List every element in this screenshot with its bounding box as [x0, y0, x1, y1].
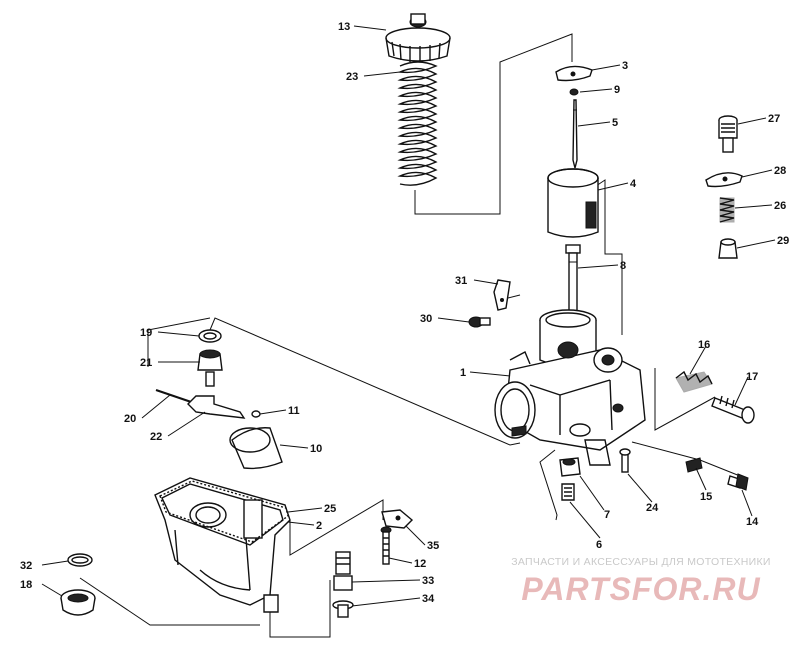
callout-33: 33 — [422, 575, 434, 587]
callout-24: 24 — [646, 502, 659, 514]
part-14-pilot-screw — [727, 473, 749, 491]
part-35-plate — [381, 509, 414, 529]
part-16-spring — [675, 370, 713, 393]
part-26-spring — [719, 197, 735, 223]
callout-17: 17 — [746, 371, 758, 383]
part-6-main-jet — [561, 483, 575, 501]
part-29-fitting — [718, 238, 738, 259]
part-4-throttle-slide — [547, 168, 599, 238]
callout-labels: 13 23 3 9 5 4 27 28 26 29 8 31 30 19 21 … — [20, 21, 789, 605]
callout-27: 27 — [768, 113, 780, 125]
part-8-needle-jet — [565, 244, 581, 312]
callout-19: 19 — [140, 327, 152, 339]
part-12-screw — [380, 526, 392, 565]
callout-11: 11 — [288, 405, 300, 417]
part-5-jet-needle — [572, 99, 578, 169]
callout-31: 31 — [455, 275, 467, 287]
part-1-carburetor-body — [494, 309, 646, 466]
part-7-fitting — [559, 457, 581, 477]
part-3-needle-retainer — [555, 65, 593, 82]
callout-35: 35 — [427, 540, 439, 552]
part-13-carb-top-cap — [385, 13, 451, 62]
part-32-o-ring — [67, 553, 93, 567]
part-24-screw — [619, 448, 631, 473]
callout-7: 7 — [604, 509, 610, 521]
callout-4: 4 — [630, 178, 637, 190]
callout-14: 14 — [746, 516, 759, 528]
callout-18: 18 — [20, 579, 32, 591]
callout-21: 21 — [140, 357, 152, 369]
part-18-drain-plug — [60, 589, 96, 616]
callout-22: 22 — [150, 431, 162, 443]
callout-10: 10 — [310, 443, 322, 455]
callout-9: 9 — [614, 84, 620, 96]
callout-1: 1 — [460, 367, 466, 379]
part-15-spring — [685, 457, 703, 473]
callout-15: 15 — [700, 491, 712, 503]
part-31-cable-bracket — [493, 279, 511, 311]
part-21-float-valve-seat — [197, 349, 223, 387]
watermark-caption: ЗАПЧАСТИ И АКСЕССУАРЫ ДЛЯ МОТОТЕХНИКИ — [511, 556, 771, 568]
callout-32: 32 — [20, 560, 32, 572]
part-28-gasket — [705, 172, 743, 188]
part-10-float — [229, 427, 283, 470]
callout-26: 26 — [774, 200, 786, 212]
callout-25: 25 — [324, 503, 336, 515]
callout-29: 29 — [777, 235, 789, 247]
callout-3: 3 — [622, 60, 628, 72]
leader-lines — [41, 25, 776, 607]
part-30-screw — [468, 316, 491, 328]
part-23-throttle-spring — [397, 61, 438, 186]
callout-20: 20 — [124, 413, 136, 425]
part-2-float-bowl — [154, 477, 291, 613]
part-19-o-ring — [198, 329, 222, 343]
watermark-logo: PARTSFOR.RU — [521, 571, 760, 607]
callout-30: 30 — [420, 313, 432, 325]
callout-6: 6 — [596, 539, 602, 551]
part-9-e-clip — [569, 88, 579, 96]
callout-8: 8 — [620, 260, 626, 272]
part-34-drain-screw — [332, 600, 354, 618]
callout-12: 12 — [414, 558, 426, 570]
callout-34: 34 — [422, 593, 435, 605]
part-11-float-pin — [251, 410, 261, 418]
watermark-logo-text: PARTSFOR.RU — [521, 571, 760, 607]
watermark: ЗАПЧАСТИ И АКСЕССУАРЫ ДЛЯ МОТОТЕХНИКИ PA… — [486, 556, 796, 610]
callout-16: 16 — [698, 339, 710, 351]
callout-23: 23 — [346, 71, 358, 83]
callout-28: 28 — [774, 165, 786, 177]
callout-2: 2 — [316, 520, 322, 532]
part-25-bowl-gasket — [159, 480, 289, 543]
callout-13: 13 — [338, 21, 350, 33]
callout-5: 5 — [612, 117, 618, 129]
part-17-idle-screw — [711, 395, 755, 424]
part-22-float-arm — [187, 395, 246, 419]
part-33-jet-holder — [333, 551, 353, 591]
part-27-air-jet — [718, 115, 738, 153]
